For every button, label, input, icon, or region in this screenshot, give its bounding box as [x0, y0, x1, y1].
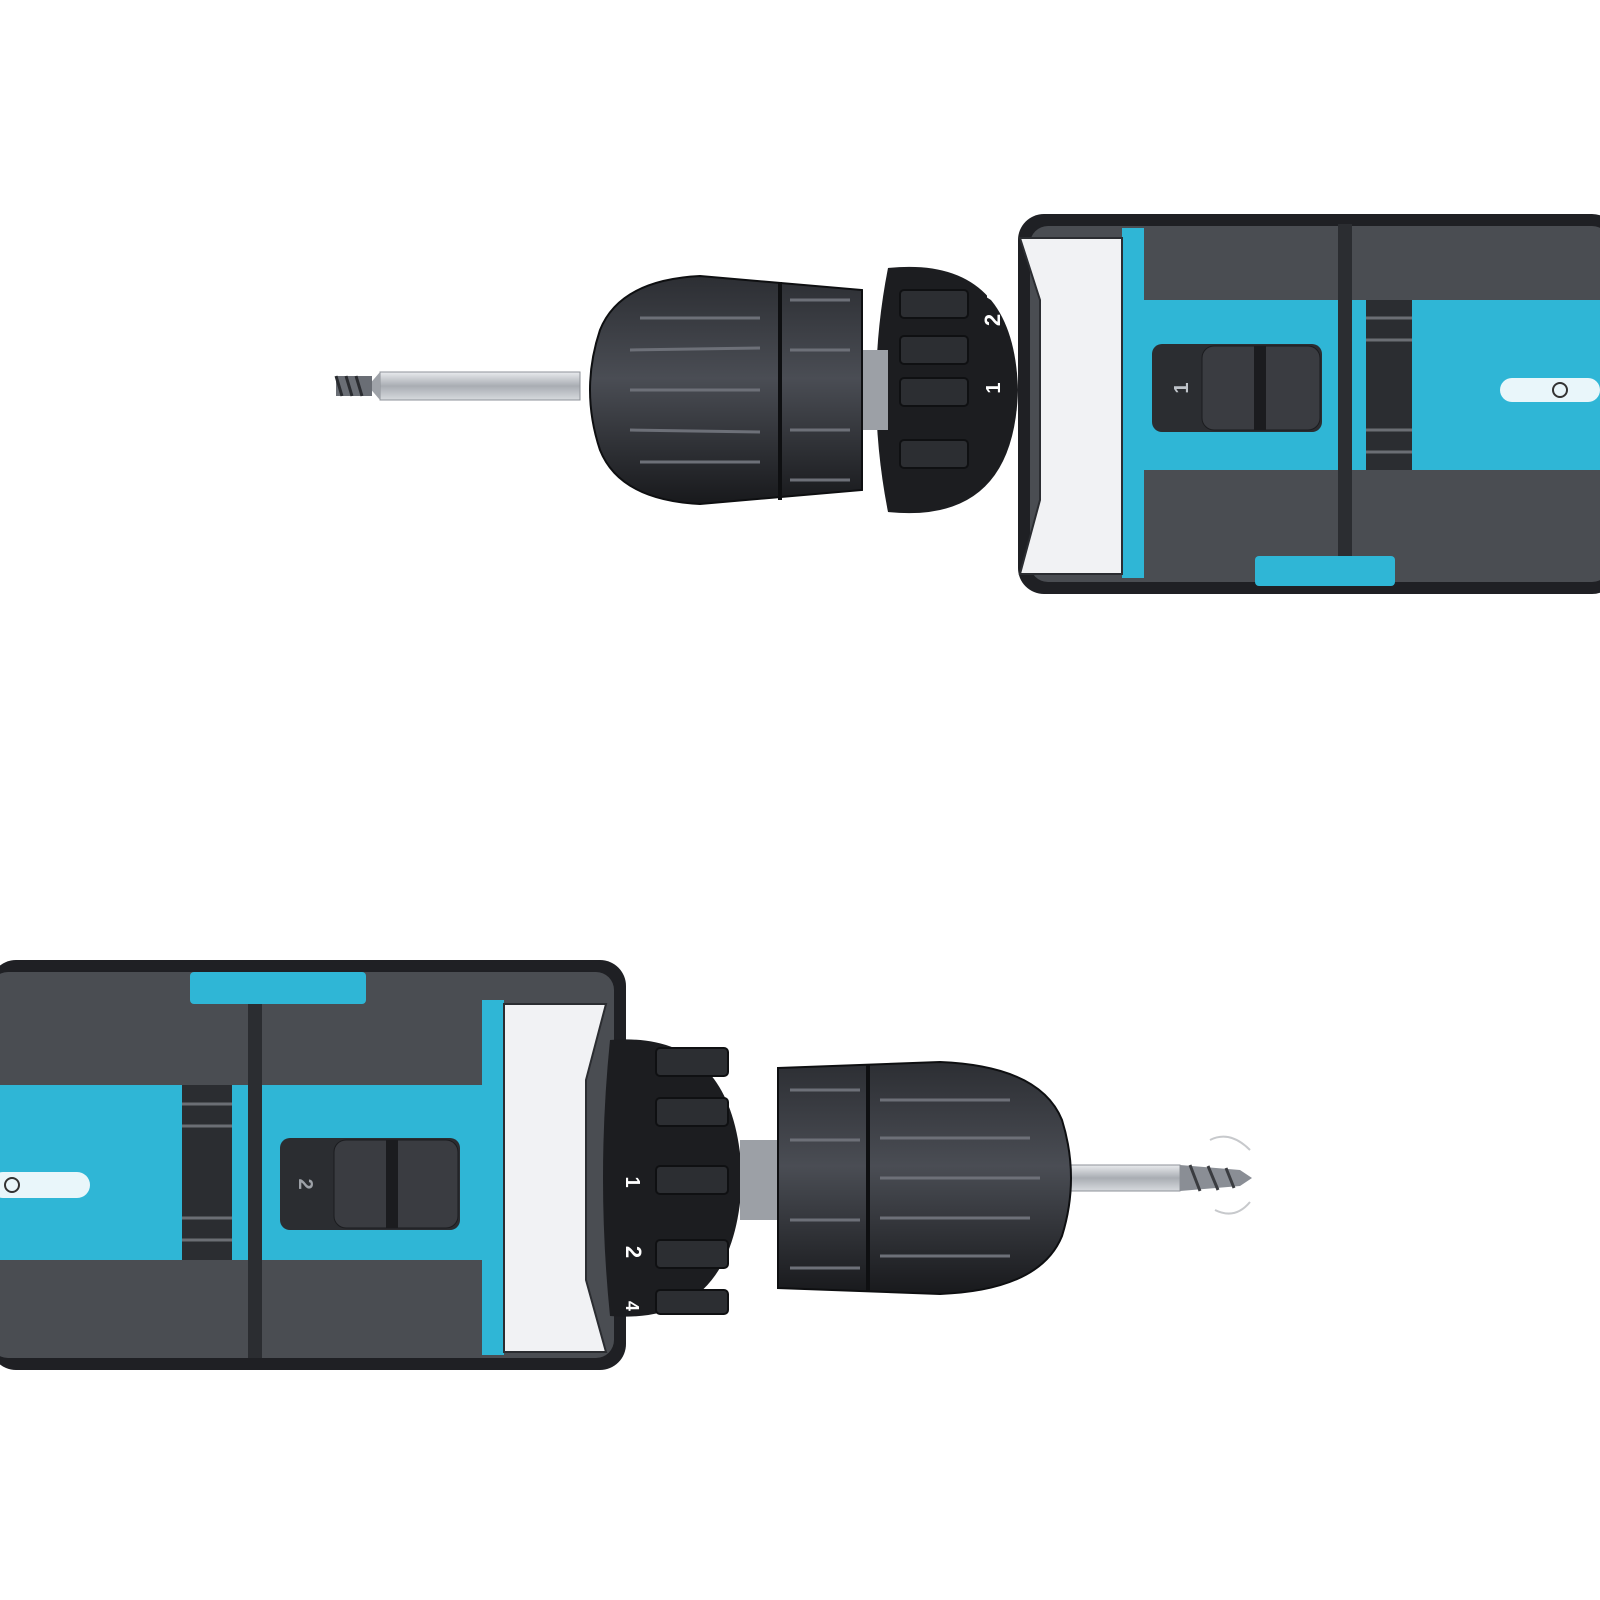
bottom-housing: 2 [0, 960, 626, 1370]
bottom-dial-label-2: 2 [621, 1246, 646, 1258]
bottom-dial-label-1: 1 [621, 1176, 643, 1187]
top-front-collar [1018, 237, 1123, 575]
bottom-drill: 2 1 2 4 [0, 960, 1252, 1370]
led-icon [1552, 382, 1568, 398]
top-housing: 1 [1018, 214, 1600, 594]
drill-bit [1069, 1135, 1252, 1215]
led-icon [4, 1177, 20, 1193]
bottom-front-collar [503, 1003, 608, 1353]
screwdriver-bit [334, 371, 581, 401]
top-torque-dial: 4 2 1 [876, 266, 1018, 514]
top-chuck [589, 274, 888, 506]
top-speed-switch-label: 1 [1171, 382, 1193, 393]
top-dial-label-3: 1 [983, 382, 1005, 393]
bottom-chuck [740, 1060, 1072, 1296]
top-dial-label-1: 4 [984, 293, 1004, 303]
top-drill: 1 4 2 1 [334, 214, 1600, 594]
bottom-speed-switch-label: 2 [294, 1178, 316, 1189]
bottom-dial-label-3: 4 [622, 1301, 642, 1311]
top-dial-label-2: 2 [980, 314, 1005, 326]
bottom-torque-dial: 1 2 4 [603, 1039, 742, 1317]
